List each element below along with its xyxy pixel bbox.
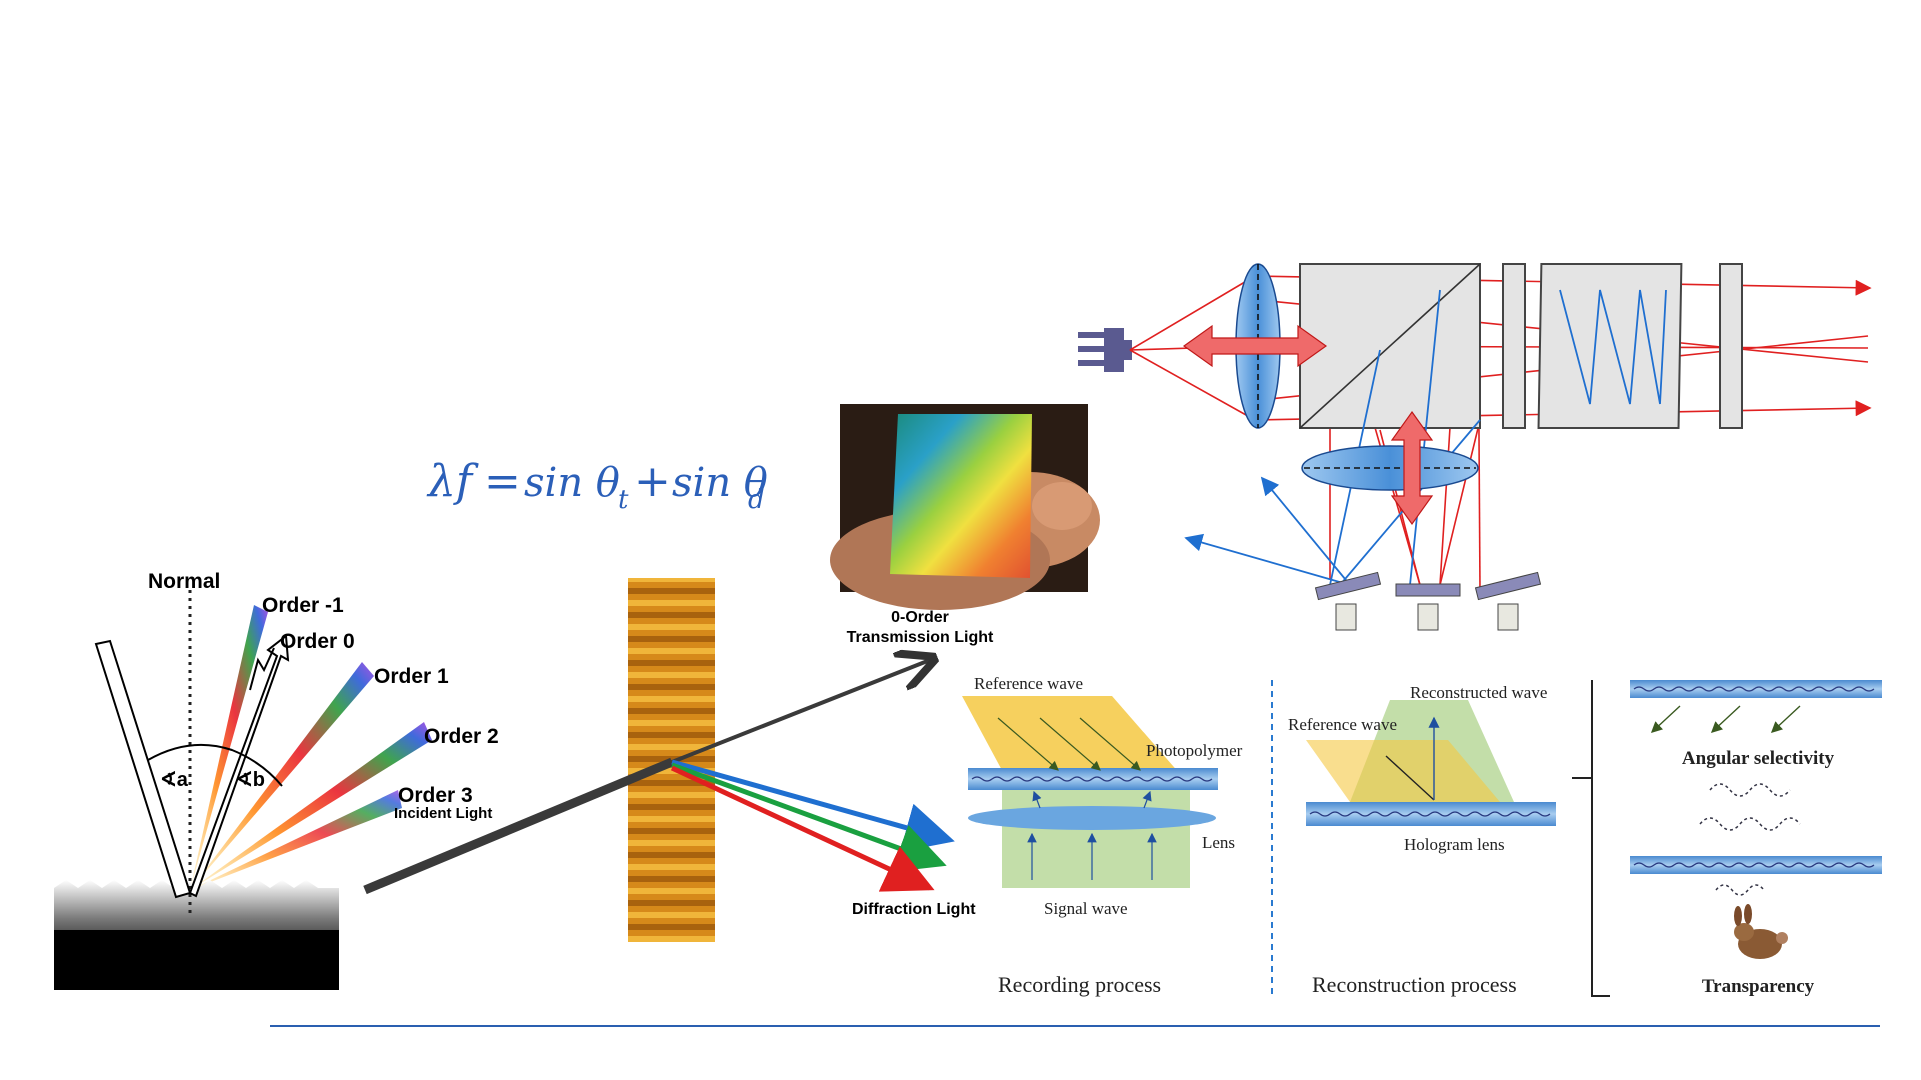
incident-light-label: Incident Light [394,805,492,822]
properties-panel: Angular selectivity Transparency [1630,680,1882,997]
recording-process-panel: Reference wave Photopolymer Lens Signal … [962,674,1243,997]
order-label: Order 0 [280,630,355,653]
svg-text:=: = [484,456,521,507]
order-1-beam [190,662,374,890]
panel-bracket [1572,680,1610,997]
svg-text:d: d [748,485,765,515]
order-label: Order 2 [424,725,499,748]
svg-text:+: + [634,456,671,507]
lens-ellipse [968,806,1216,830]
order-label: Order -1 [262,594,344,617]
recording-caption: Recording process [998,972,1161,997]
diffraction-light-label: Diffraction Light [852,901,976,918]
reconstruction-process-panel: Reconstructed wave Reference wave Hologr… [1288,683,1556,997]
svg-text:Reference wave: Reference wave [1288,715,1397,734]
signal-wave-beam [1002,780,1190,888]
grating-plate [628,578,715,942]
reference-wave-beam [962,696,1180,774]
svg-text:Photopolymer: Photopolymer [1146,741,1243,760]
svg-text:t: t [618,485,629,515]
svg-text:Hologram lens: Hologram lens [1404,835,1505,854]
bunny-icon [1734,904,1788,959]
zero-order-label: Transmission Light [847,629,994,646]
vertical-double-arrow [1390,410,1434,526]
svg-text:Reconstructed wave: Reconstructed wave [1410,683,1547,702]
svg-text:λf: λf [426,456,479,507]
incoming-beam [363,757,674,895]
zero-order-label: 0-Order [891,609,949,626]
svg-text:Signal wave: Signal wave [1044,899,1128,918]
optical-system-diagram [1078,263,1872,631]
svg-text:∢b: ∢b [236,769,265,791]
svg-text:∢a: ∢a [160,769,189,791]
grating-equation: λf = sin θ t + sin θ d [426,456,768,515]
hologram-photo [830,404,1100,610]
order-2-beam [190,722,432,890]
reconstruction-caption: Reconstruction process [1312,972,1517,997]
zero-order-ray [671,660,930,764]
angular-selectivity-label: Angular selectivity [1682,748,1835,769]
svg-text:sin θ: sin θ [524,460,620,506]
red-diffraction-ray [670,765,935,892]
order-3-beam [190,790,402,890]
horizontal-double-arrow [1182,324,1328,368]
transparency-label: Transparency [1702,976,1815,997]
order-label: Order 1 [374,665,449,688]
svg-text:Reference wave: Reference wave [974,674,1083,693]
angle-arc [147,743,283,787]
order-label: Order 3 [398,784,473,807]
normal-label: Normal [148,570,220,593]
order-minus1-beam [190,605,268,890]
svg-text:Lens: Lens [1202,833,1235,852]
order0-arrow [188,634,290,898]
reflection-grating-diagram: ∢a ∢b Normal Order -1 Order 0 Order 1 Or… [54,570,499,990]
transmission-grating-diagram: 0-Order Transmission Light Diffraction L… [363,578,994,942]
svg-text:sin θ: sin θ [672,460,768,506]
